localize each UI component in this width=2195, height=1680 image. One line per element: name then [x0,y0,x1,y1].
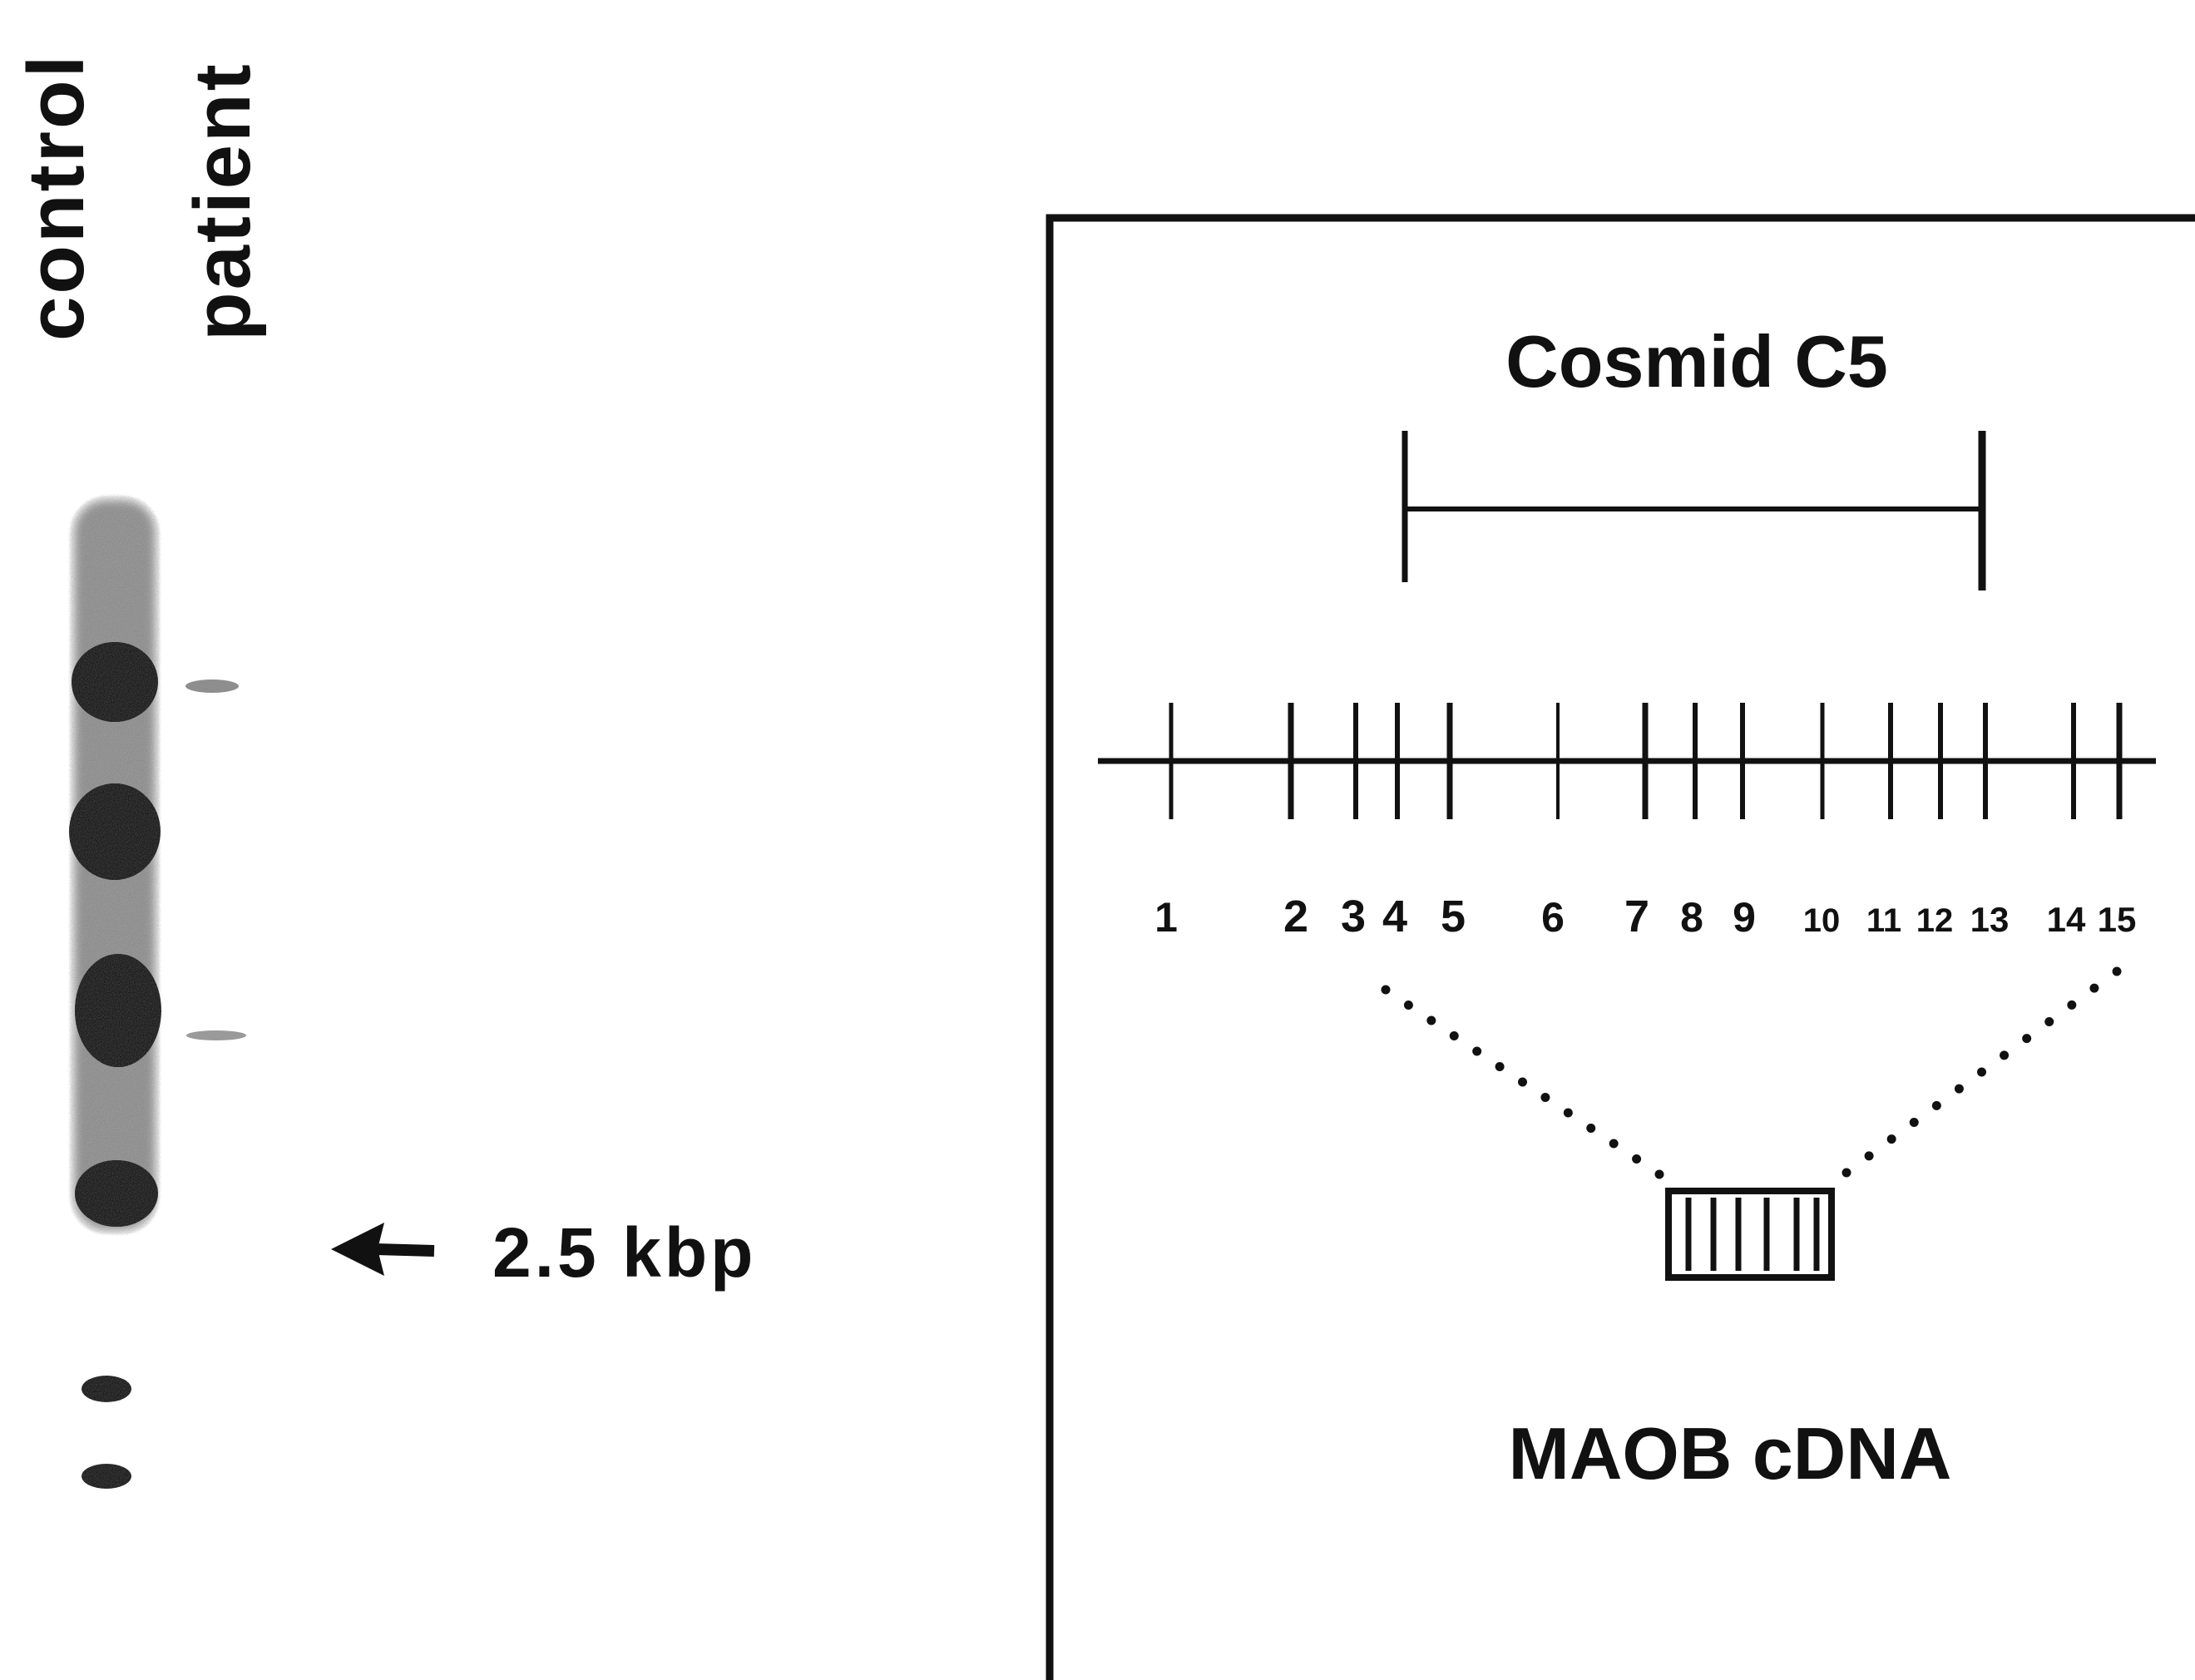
right-projection-dot [2112,966,2122,976]
exon-label-5: 5 [1441,892,1466,941]
marker-arrow [331,1223,435,1276]
cdna-projection-lines [1381,966,2122,1179]
left-projection-dot [1381,985,1391,995]
exon-label-9: 9 [1733,894,1756,941]
left-projection-dot [1586,1124,1596,1133]
control-lane [69,499,161,1489]
left-projection-dot [1472,1046,1482,1056]
left-projection-dot [1609,1139,1619,1149]
exon-label-1: 1 [1154,894,1178,941]
right-projection-dot [1864,1151,1874,1161]
patient-band-1 [185,679,239,693]
exon-label-15: 15 [2098,900,2137,939]
left-projection-dot [1495,1062,1505,1071]
left-projection-dot [1632,1154,1642,1164]
left-projection-dot [1540,1093,1550,1102]
exon-label-2: 2 [1283,892,1308,941]
lane-label-control: control [12,53,101,341]
lane-label-patient: patient [178,62,267,341]
right-projection-dot [2067,1000,2077,1010]
marker-size-label: 2.5 kbp [492,1213,756,1292]
exon-label-7: 7 [1624,892,1649,941]
right-projection-dot [2022,1034,2032,1044]
control-band-5 [82,1376,131,1402]
restriction-site-ticks [1169,703,2123,819]
right-projection-dot [1886,1134,1896,1144]
exon-label-13: 13 [1970,900,2010,939]
right-projection-dot [1909,1118,1919,1127]
left-projection-dot [1449,1031,1459,1040]
right-projection-dot [2000,1050,2010,1060]
exon-label-14: 14 [2047,900,2086,939]
control-band-1 [72,642,158,722]
exon-label-4: 4 [1382,892,1407,941]
exon-label-3: 3 [1341,892,1366,941]
control-band-3 [75,954,161,1067]
cdna-label: MAOB cDNA [1509,1412,1952,1495]
cosmid-bracket [1402,431,1986,590]
exon-label-10: 10 [1803,902,1841,939]
cosmid-label: Cosmid C5 [1505,320,1888,403]
left-projection-dot [1426,1015,1436,1025]
right-projection-dot [1977,1067,1986,1077]
exon-label-12: 12 [1916,902,1954,939]
left-projection-dot [1403,1001,1413,1010]
right-projection-dot [1954,1084,1964,1094]
right-projection-dot [2089,983,2099,993]
gel-panel: control patient 2.5 kbp [12,53,756,1489]
left-projection-dot [1654,1169,1664,1179]
control-band-2 [69,783,161,880]
right-projection-dot [1842,1168,1851,1178]
cdna-exon-stripes [1685,1198,1820,1271]
patient-lane [185,679,246,1040]
right-projection-dot [1931,1100,1941,1110]
map-frame [1046,214,2195,1680]
right-projection-dot [2044,1017,2054,1026]
control-band-6 [82,1464,131,1489]
patient-band-2 [186,1030,246,1040]
left-projection-dot [1518,1077,1527,1087]
exon-label-6: 6 [1541,894,1565,941]
left-projection-dot [1563,1108,1573,1118]
cdna-box [1665,1188,1835,1281]
exon-label-11: 11 [1866,902,1901,939]
control-band-4 [75,1160,158,1227]
exon-label-8: 8 [1680,894,1703,941]
